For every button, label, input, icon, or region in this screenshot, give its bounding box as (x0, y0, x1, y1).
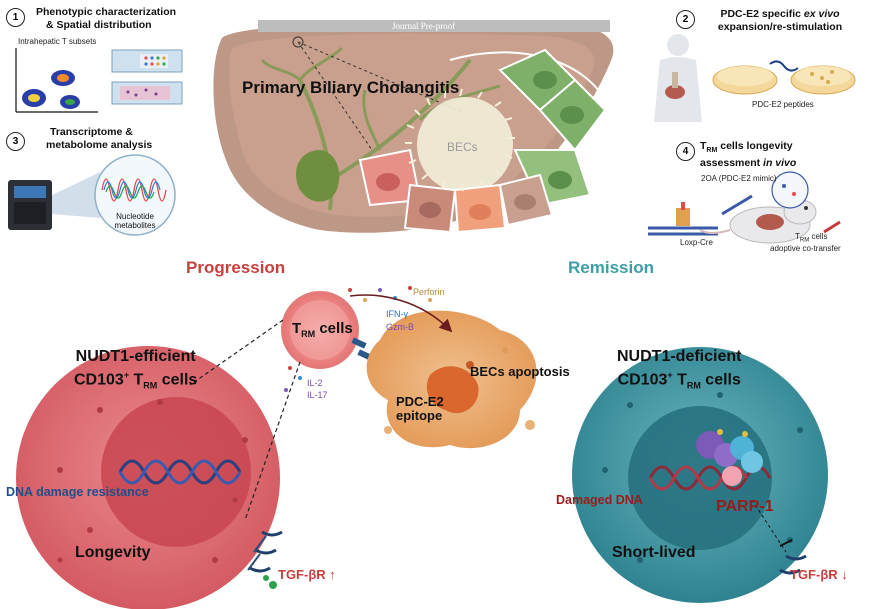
parp1-protein-complex (696, 429, 763, 486)
loxp-dna-construct (648, 202, 718, 236)
left-cell-rest: cells (157, 371, 198, 389)
il2-label: IL-2 (307, 378, 323, 388)
panel4-trm-sub: RM (706, 147, 718, 155)
panel2-title: PDC-E2 specific ex vivo expansion/re-sti… (700, 8, 860, 34)
spatial-slide-1 (111, 49, 183, 73)
panel3-title-line1: Transcriptome & (50, 126, 133, 138)
short-lived-label: Short-lived (612, 544, 696, 561)
becs-apoptosis-label: BECs apoptosis (470, 364, 570, 379)
right-cell-sub: RM (686, 380, 701, 391)
panel4-title-line2-em: in vivo (763, 157, 797, 170)
panel4-title-rest: cells longevity (717, 140, 793, 152)
longevity-label: Longevity (75, 544, 151, 561)
sequencer-machine (8, 172, 100, 230)
damaged-dna-label: Damaged DNA (556, 493, 643, 507)
il17-label: IL-17 (307, 390, 328, 400)
dashed-zoom-lines-center (189, 319, 301, 521)
gzm-b-label: Gzm-B (386, 322, 414, 332)
flow-cytometry-plot (15, 48, 98, 113)
ifn-gamma-label: IFN-γ (386, 309, 408, 319)
transfer-rest: cells (809, 232, 828, 241)
transfer-sub: RM (799, 237, 810, 244)
right-cell-title: NUDT1-deficient CD103+ TRM cells (617, 348, 741, 395)
lens-label: Nucleotide metabolites (109, 212, 161, 230)
transfer-t: T (795, 232, 800, 241)
panel4-title: TRM cells longevity assessment in vivo (700, 140, 860, 170)
panel3-title-line2: metabolome analysis (46, 139, 153, 151)
spatial-slide-2 (111, 81, 183, 105)
panel2-title-pre: PDC-E2 specific (720, 8, 804, 20)
mimic-label: 2OA (PDC-E2 mimic) (701, 174, 777, 183)
step-number-1: 1 (6, 8, 25, 27)
lens-label-line2: metabolites (114, 221, 156, 230)
parp1-label: PARP-1 (716, 498, 774, 515)
bec-ring (358, 48, 615, 234)
trm-cells-rest: cells (315, 320, 353, 337)
transfer-label-line2: adoptive co-transfer (770, 244, 841, 253)
petri-dish-2 (790, 65, 856, 95)
syringe-icon (721, 194, 841, 234)
left-cell-cd103: CD103 (74, 371, 124, 389)
perforin-label: Perforin (413, 287, 445, 297)
watermark-text: Journal Pre-proof (392, 21, 456, 31)
panel1-title-line1: Phenotypic characterization (36, 6, 177, 18)
loxp-label: Loxp-Cre (680, 238, 713, 247)
panel1-title-line2: & Spatial distribution (46, 19, 152, 31)
step-number-2: 2 (676, 10, 695, 29)
dna-helix-left (118, 459, 242, 485)
petri-label: PDC-E2 peptides (752, 100, 814, 109)
left-cell-sub: RM (143, 380, 158, 391)
transfer-label: TRM cells (783, 232, 827, 246)
becs-label: BECs (447, 140, 478, 154)
right-cell-title-line1: NUDT1-deficient (617, 348, 742, 365)
watermark-bar (258, 20, 610, 32)
right-cell-t: T (672, 371, 687, 389)
remission-label: Remission (568, 258, 654, 277)
zoom-lens-small (771, 171, 809, 209)
panel1-title: Phenotypic characterization & Spatial di… (36, 6, 196, 32)
right-cell-cd103: CD103 (617, 371, 668, 389)
tgf-receptor-down-label: TGF-βR ↓ (790, 567, 848, 582)
lens-label-line1: Nucleotide (116, 212, 154, 221)
tgf-receptor-up-label: TGF-βR ↑ (278, 567, 336, 582)
left-cell-title-line1: NUDT1-efficient (75, 348, 196, 365)
step-number-3: 3 (6, 132, 25, 151)
progression-label: Progression (186, 258, 286, 277)
apoptotic-bec (366, 310, 537, 449)
trm-cells-sub: RM (301, 329, 316, 339)
right-cell-sup: + (667, 370, 673, 380)
right-cell-rest: cells (700, 371, 741, 389)
epitope-label: PDC-E2 epitope (396, 395, 444, 423)
magnifier-lens (94, 154, 176, 236)
tgf-beta-receptor-right (751, 499, 807, 575)
panel2-title-em: ex vivo (803, 8, 840, 20)
left-cell-t: T (129, 371, 144, 389)
tgf-beta-receptor-left (247, 530, 283, 589)
epitope-line2: epitope (396, 408, 443, 423)
trm-cells-label: TRM cells (292, 320, 353, 339)
mouse-illustration (699, 199, 817, 244)
left-cell-title: NUDT1-efficient CD103+ TRM cells (74, 348, 197, 395)
step-number-4: 4 (676, 142, 695, 161)
liver-title: Primary Biliary Cholangitis (242, 78, 460, 97)
panel4-title-line2-pre: assessment (700, 157, 764, 170)
petri-dish-1 (712, 60, 799, 95)
epitope-line1: PDC-E2 (396, 394, 444, 409)
cytokine-dots (284, 286, 432, 392)
cytotoxic-arrow (349, 294, 453, 333)
human-silhouette (654, 34, 702, 122)
panel2-title-line2: expansion/re-stimulation (717, 21, 843, 33)
dna-resistance-label: DNA damage resistance (6, 485, 149, 499)
panel4-trm-t: T (700, 140, 707, 152)
left-cell-sup: + (123, 370, 130, 380)
trm-cells-t: T (292, 320, 302, 337)
trm-cell-center (281, 291, 359, 369)
panel1-sublabel: Intrahepatic T subsets (18, 37, 97, 46)
panel3-title: Transcriptome & metabolome analysis (46, 126, 166, 152)
